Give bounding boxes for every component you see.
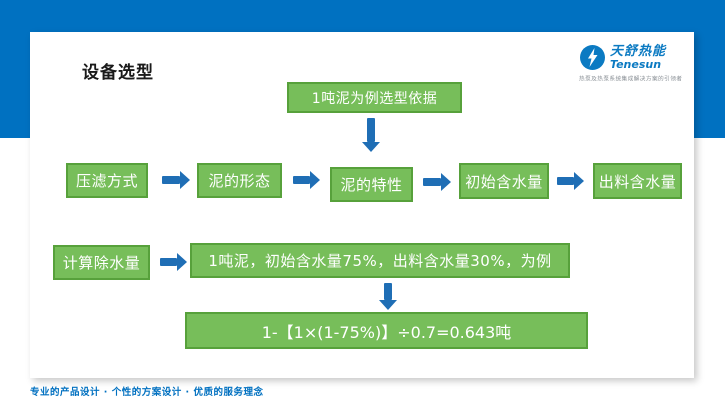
- flow-box-basis: 1吨泥为例选型依据: [287, 82, 462, 113]
- logo-tagline: 热泵及热泵系统集成解决方案的引领者: [579, 75, 683, 83]
- flow-box-mud-property: 泥的特性: [330, 167, 413, 202]
- page-title: 设备选型: [82, 63, 154, 83]
- arrow-down-icon: [384, 283, 392, 300]
- arrow-right-icon: [423, 178, 441, 186]
- logo-brand-en: Tenesun: [610, 58, 662, 71]
- flow-box-formula: 1-【1×(1-75%)】÷0.7=0.643吨: [185, 312, 588, 349]
- arrow-right-icon: [557, 177, 574, 185]
- tenesun-logo-icon: [579, 44, 606, 71]
- slide-canvas: 设备选型 天舒热能 Tenesun 热泵及热泵系统集成解决方案的引领者 1吨泥为…: [30, 32, 694, 378]
- flow-box-calc-water: 计算除水量: [53, 245, 150, 280]
- arrow-right-icon: [293, 176, 310, 184]
- tenesun-logo: 天舒热能 Tenesun 热泵及热泵系统集成解决方案的引领者: [579, 44, 694, 83]
- arrow-right-icon: [160, 258, 177, 266]
- flow-box-example: 1吨泥，初始含水量75%，出料含水量30%，为例: [190, 243, 570, 278]
- flow-box-output-moisture: 出料含水量: [593, 163, 682, 199]
- footer-slogan: 专业的产品设计 · 个性的方案设计 · 优质的服务理念: [30, 387, 264, 398]
- logo-brand-cn: 天舒热能: [610, 44, 667, 59]
- flow-box-mud-form: 泥的形态: [197, 163, 282, 198]
- flow-box-initial-moisture: 初始含水量: [459, 163, 549, 199]
- arrow-down-icon: [367, 118, 375, 142]
- flow-box-filter-method: 压滤方式: [66, 163, 148, 198]
- arrow-right-icon: [162, 176, 180, 184]
